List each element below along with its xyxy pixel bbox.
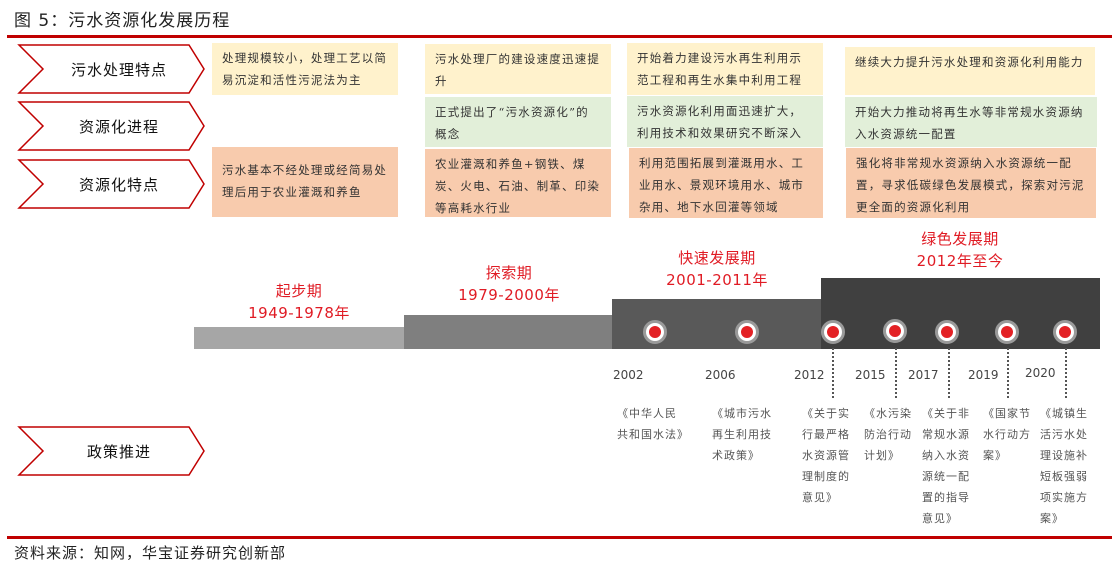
connector-2012	[832, 348, 834, 398]
stage3-bar	[612, 299, 821, 349]
policy-doc: 《国家节水行动方案》	[983, 407, 1031, 462]
year-label: 2020	[1025, 366, 1056, 380]
milestone-dot-2015	[883, 319, 907, 343]
milestone-dot-2012	[821, 320, 845, 344]
policy-doc: 《中华人民共和国水法》	[617, 407, 689, 441]
connector-2017	[948, 348, 950, 398]
policy-doc: 《水污染防治行动计划》	[864, 407, 912, 462]
milestone-dot-2006	[735, 320, 759, 344]
milestone-dot-2002	[643, 320, 667, 344]
year-label: 2012	[794, 368, 825, 382]
figure-title: 图 5：污水资源化发展历程	[14, 11, 231, 31]
year-label: 2019	[968, 368, 999, 382]
milestone-dot-2019	[995, 320, 1019, 344]
connector-2015	[895, 348, 897, 398]
row-label-features: 资源化特点	[17, 158, 207, 210]
period-name: 快速发展期	[678, 249, 756, 267]
period-name: 绿色发展期	[921, 230, 999, 248]
period-name: 探索期	[485, 264, 533, 282]
milestone-dot-2020	[1053, 320, 1077, 344]
period-label-2: 探索期 1979-2000年	[404, 262, 614, 306]
row-label-progress: 资源化进程	[17, 100, 207, 152]
row-label-treatment: 污水处理特点	[17, 43, 207, 95]
stage1-bar	[194, 327, 404, 349]
stage2-treatment-box: 污水处理厂的建设速度迅速提升	[425, 44, 611, 94]
year-label: 2017	[908, 368, 939, 382]
row-label-text: 污水处理特点	[70, 60, 167, 79]
period-years: 2012年至今	[916, 252, 1004, 270]
period-years: 2001-2011年	[666, 271, 768, 289]
stage3-progress-box: 污水资源化利用面迅速扩大，利用技术和效果研究不断深入	[627, 96, 823, 147]
policy-doc: 《关于非常规水源纳入水资源统一配置的指导意见》	[922, 407, 970, 525]
source-note: 资料来源：知网，华宝证券研究创新部	[14, 544, 287, 562]
policy-doc: 《关于实行最严格水资源管理制度的意见》	[802, 407, 850, 504]
year-label: 2006	[705, 368, 736, 382]
bottom-rule	[7, 536, 1112, 539]
period-label-4: 绿色发展期 2012年至今	[820, 228, 1100, 272]
row-label-text: 资源化特点	[78, 175, 159, 194]
chevron-shape-icon	[17, 101, 205, 151]
row-label-text: 资源化进程	[78, 117, 159, 136]
chevron-shape-icon	[17, 426, 205, 476]
stage4-features-box: 强化将非常规水资源纳入水资源统一配置，寻求低碳绿色发展模式，探索对污泥更全面的资…	[846, 148, 1096, 218]
chevron-shape-icon	[17, 44, 205, 94]
stage4-treatment-box: 继续大力提升污水处理和资源化利用能力	[845, 47, 1095, 95]
period-label-1: 起步期 1949-1978年	[194, 280, 404, 324]
period-name: 起步期	[275, 282, 323, 300]
stage3-features-box: 利用范围拓展到灌溉用水、工业用水、景观环境用水、城市杂用、地下水回灌等领域	[629, 148, 823, 218]
stage2-progress-box: 正式提出了“污水资源化”的概念	[425, 97, 611, 147]
period-label-3: 快速发展期 2001-2011年	[612, 247, 822, 291]
stage3-treatment-box: 开始着力建设污水再生利用示范工程和再生水集中利用工程	[627, 43, 823, 95]
top-rule	[7, 35, 1112, 38]
stage1-treatment-box: 处理规模较小，处理工艺以简易沉淀和活性污泥法为主	[212, 43, 398, 95]
year-label: 2002	[613, 368, 644, 382]
connector-2020	[1065, 348, 1067, 398]
year-label: 2015	[855, 368, 886, 382]
chevron-shape-icon	[17, 159, 205, 209]
row-label-text: 政策推进	[86, 442, 151, 461]
period-years: 1949-1978年	[248, 304, 350, 322]
policy-doc: 《城镇生活污水处理设施补短板强弱项实施方案》	[1040, 407, 1088, 525]
row-label-policy: 政策推进	[17, 425, 207, 477]
stage4-progress-box: 开始大力推动将再生水等非常规水资源纳入水资源统一配置	[845, 97, 1097, 147]
stage1-features-box: 污水基本不经处理或经简易处理后用于农业灌溉和养鱼	[212, 147, 398, 217]
policy-doc: 《城市污水再生利用技术政策》	[712, 407, 772, 462]
connector-2019	[1007, 348, 1009, 398]
stage2-bar	[404, 315, 612, 349]
milestone-dot-2017	[935, 320, 959, 344]
period-years: 1979-2000年	[458, 286, 560, 304]
stage2-features-box: 农业灌溉和养鱼+钢铁、煤炭、火电、石油、制革、印染等高耗水行业	[425, 149, 611, 217]
